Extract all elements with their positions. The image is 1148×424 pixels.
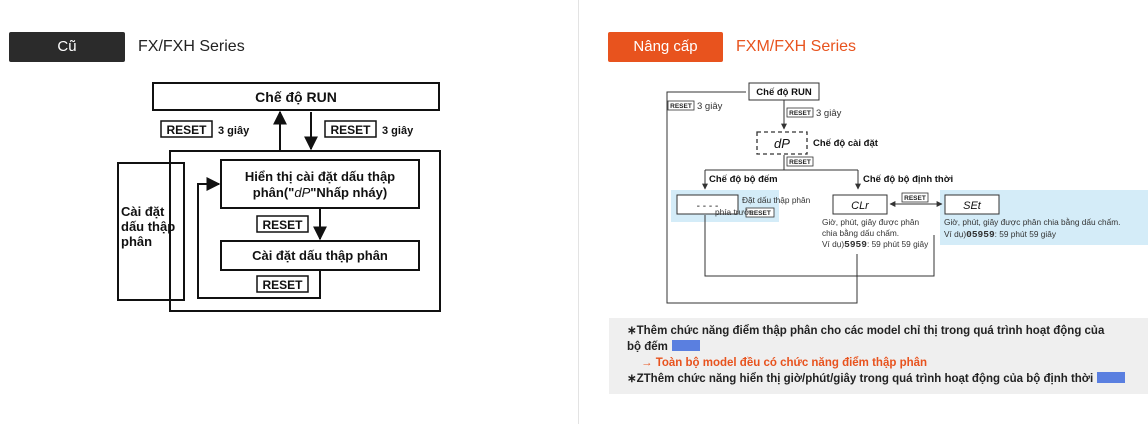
- old-side-line-1: Cài đặt: [121, 204, 165, 219]
- notes-panel: ∗Thêm chức năng điểm thập phân cho các m…: [609, 318, 1148, 394]
- new-reset-text-dp: RESET: [789, 159, 811, 166]
- note-line-3: → Toàn bộ model đều có chức năng điểm th…: [641, 357, 928, 369]
- new-series-title: FXM/FXH Series: [736, 38, 857, 55]
- old-reset-badge-1: [160, 120, 213, 138]
- new-reset-text-clr: RESET: [904, 195, 926, 202]
- clr-desc-1: Giờ, phút, giây được phân: [822, 217, 920, 227]
- old-reset-text-4: RESET: [262, 278, 303, 292]
- old-reset-badge-4: [256, 275, 309, 293]
- new-three-sec-loop: 3 giây: [697, 101, 723, 112]
- old-decimal-label: Cài đặt dấu thập phân: [252, 248, 388, 263]
- new-inner-loop: [704, 215, 935, 277]
- set-desc-1: Giờ, phút, giây được phân chia bằng dấu …: [944, 217, 1121, 227]
- old-flow-diagram: Chế độ RUN RESET 3 giây RESET 3 giây RES…: [117, 82, 441, 312]
- note-line-4: ∗ZThêm chức năng hiển thị giờ/phút/giây …: [627, 371, 1148, 387]
- old-tag: Cũ: [9, 32, 125, 62]
- old-series-title: FX/FXH Series: [138, 38, 245, 55]
- new-setting-mode: Chế độ cài đặt: [813, 138, 879, 149]
- new-reset-badge-counter: [745, 207, 775, 218]
- new-counter-mode: Chế độ bộ đếm: [709, 174, 778, 185]
- counter-lcd-box: [676, 194, 739, 215]
- note-line-2: bộ đếm: [627, 339, 1148, 355]
- old-reset-text-1: RESET: [166, 123, 207, 137]
- old-loop-arrow: [197, 177, 321, 299]
- counter-color-chip: [671, 340, 700, 351]
- old-display-line-2: phân("dP"Nhấp nháy): [253, 185, 387, 200]
- clr-lcd-box: [832, 194, 888, 215]
- center-divider: [578, 0, 579, 424]
- old-reset-badge-3: [256, 215, 309, 233]
- old-run-label: Chế độ RUN: [255, 89, 337, 105]
- old-reset-text-2: RESET: [330, 123, 371, 137]
- old-reset-text-3: RESET: [262, 218, 303, 232]
- old-reset-badge-2: [324, 120, 377, 138]
- new-outer-loop: [666, 91, 858, 304]
- new-three-sec-run: 3 giây: [816, 108, 842, 119]
- new-reset-badge-run: [786, 107, 814, 118]
- new-reset-text-counter: RESET: [749, 210, 771, 217]
- old-three-sec-1: 3 giây: [218, 125, 250, 137]
- new-dp-glyph: dP: [774, 136, 790, 151]
- set-lcd-text: SEt: [963, 200, 982, 212]
- clr-desc-2: chia bằng dấu chấm.: [822, 228, 899, 238]
- old-side-line-3: phân: [121, 234, 152, 249]
- old-display-box: [220, 159, 420, 209]
- counter-lcd-text: - - - -: [697, 201, 719, 212]
- old-three-sec-2: 3 giây: [382, 125, 414, 137]
- new-tag: Nâng cấp: [608, 32, 723, 62]
- old-side-box: [117, 162, 185, 301]
- new-reset-badge-dp: [786, 156, 814, 167]
- new-reset-badge-loop: [667, 100, 695, 111]
- old-outer-frame: [169, 150, 441, 312]
- set-lcd-box: [944, 194, 1000, 215]
- clr-lcd-text: CLr: [851, 200, 870, 212]
- new-reset-text-loop: RESET: [670, 103, 692, 110]
- old-dp-glyph: dP: [294, 185, 310, 200]
- old-display-line-1: Hiển thị cài đặt dấu thập: [245, 169, 395, 184]
- clr-desc-3: Ví dụ)5959: 59 phút 59 giây: [822, 239, 929, 250]
- old-run-box: [152, 82, 440, 111]
- new-run-label: Chế độ RUN: [756, 87, 812, 98]
- counter-desc-2: phía trước: [715, 207, 754, 217]
- dp-lcd-box: [756, 131, 808, 155]
- counter-desc-1: Đặt dấu thập phân: [742, 195, 811, 205]
- new-timer-mode: Chế độ bộ định thời: [863, 174, 953, 185]
- timer-color-chip: [1097, 372, 1126, 383]
- old-side-line-2: dấu thập: [121, 219, 175, 234]
- new-reset-text-run: RESET: [789, 110, 811, 117]
- new-flow-diagram: RESET RESET RESET RESET RESET 3 giây 3 g…: [666, 82, 1148, 304]
- note-line-1: ∗Thêm chức năng điểm thập phân cho các m…: [627, 325, 1105, 337]
- set-desc-2: Ví dụ)05959: 59 phút 59 giây: [944, 229, 1057, 240]
- new-reset-badge-clr: [901, 192, 929, 203]
